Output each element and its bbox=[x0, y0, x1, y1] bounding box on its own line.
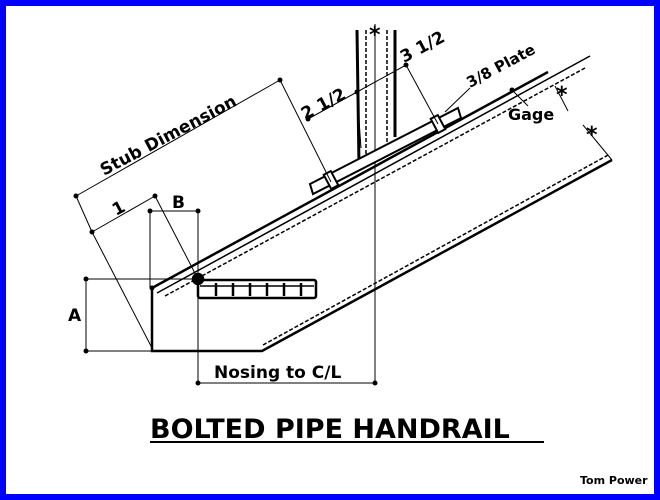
post-offset-label: 2 1/2 bbox=[298, 84, 349, 124]
a-label: A bbox=[68, 306, 82, 326]
stringer-dashed-lines bbox=[164, 67, 611, 346]
gage-label: Gage bbox=[508, 105, 554, 124]
nosing-label: Nosing to C/L bbox=[214, 363, 341, 383]
drawing-title: BOLTED PIPE HANDRAIL bbox=[150, 414, 510, 445]
base-plate bbox=[308, 106, 463, 196]
marker-top-post: * bbox=[369, 23, 381, 48]
marker-gage-lower: * bbox=[586, 123, 598, 148]
one-label: 1 bbox=[109, 197, 129, 220]
dimension-lines bbox=[75, 64, 613, 384]
dimension-dots bbox=[73, 62, 515, 386]
pipe-post bbox=[355, 24, 397, 383]
half-post-label: 3 1/2 bbox=[397, 27, 448, 67]
author-credit: Tom Power bbox=[580, 474, 648, 487]
b-label: B bbox=[172, 193, 185, 213]
stub-dimension-label: Stub Dimension bbox=[97, 92, 240, 181]
marker-gage-upper: * bbox=[556, 83, 568, 108]
stair-tread bbox=[191, 272, 318, 300]
